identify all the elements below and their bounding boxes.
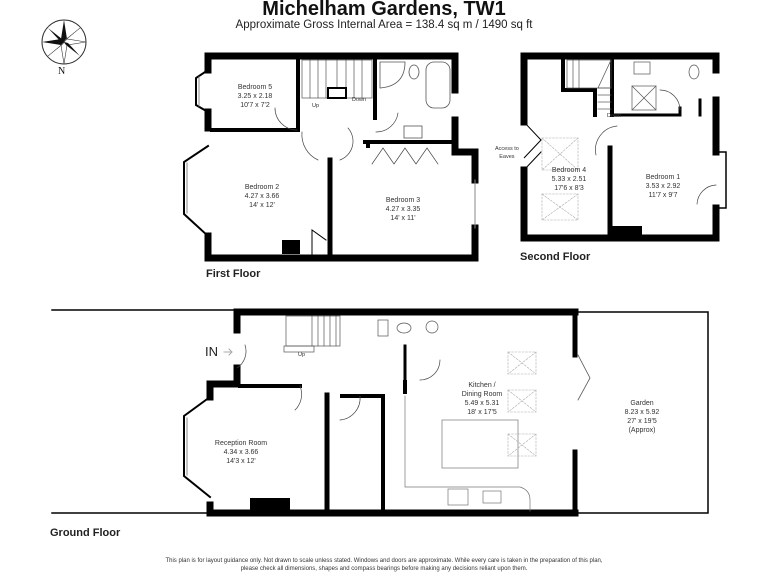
room-reception: Reception Room 4.34 x 3.66 14'3 x 12' (214, 440, 268, 465)
floor-label-first: First Floor (206, 268, 261, 280)
first-floor-plan (183, 52, 479, 262)
floor-label-ground: Ground Floor (50, 527, 121, 539)
room-garden: Garden 8.23 x 5.92 27' x 19'5 (Approx) (624, 400, 660, 434)
first-floor-stairs (301, 59, 373, 99)
eaves-access-label: Access to Eaves (495, 146, 519, 160)
entrance-arrow-icon (223, 348, 233, 356)
plan-subtitle: Approximate Gross Internal Area = 138.4 … (235, 19, 533, 31)
room-bedroom-3: Bedroom 3 4.27 x 3.35 14' x 11' (385, 197, 421, 222)
stair-label-down-first: Down (352, 97, 367, 103)
stair-label-up-first: Up (312, 103, 320, 109)
ground-floor-stairs (283, 315, 341, 353)
kitchen-units (404, 395, 531, 512)
room-bedroom-2: Bedroom 2 4.27 x 3.66 14' x 12' (244, 184, 280, 209)
entrance-label: IN (205, 344, 218, 359)
stair-label-up-ground: Up (298, 352, 306, 358)
plan-title: Michelham Gardens, TW1 (262, 0, 506, 20)
north-label: N (58, 66, 66, 77)
disclaimer: This plan is for layout guidance only. N… (165, 558, 603, 572)
second-floor-stairs (566, 59, 612, 110)
room-bedroom-4: Bedroom 4 5.33 x 2.51 17'6 x 8'3 (551, 167, 587, 192)
room-bedroom-1: Bedroom 1 3.53 x 2.92 11'7 x 9'7 (645, 174, 681, 199)
first-floor-bathroom-fixtures (379, 61, 451, 139)
room-kitchen-dining: Kitchen / Dining Room 5.49 x 5.31 18' x … (461, 382, 503, 416)
second-floor-bathroom-fixtures (631, 61, 700, 111)
ground-floor-wc-fixtures (377, 319, 439, 337)
second-floor-plan (520, 52, 727, 242)
ground-floor-plan (51, 308, 709, 517)
room-bedroom-5: Bedroom 5 3.25 x 2.18 10'7 x 7'2 (237, 84, 273, 109)
stair-label-down-second: Down (607, 113, 622, 119)
compass-rose-icon (41, 19, 87, 65)
floor-label-second: Second Floor (520, 251, 591, 263)
